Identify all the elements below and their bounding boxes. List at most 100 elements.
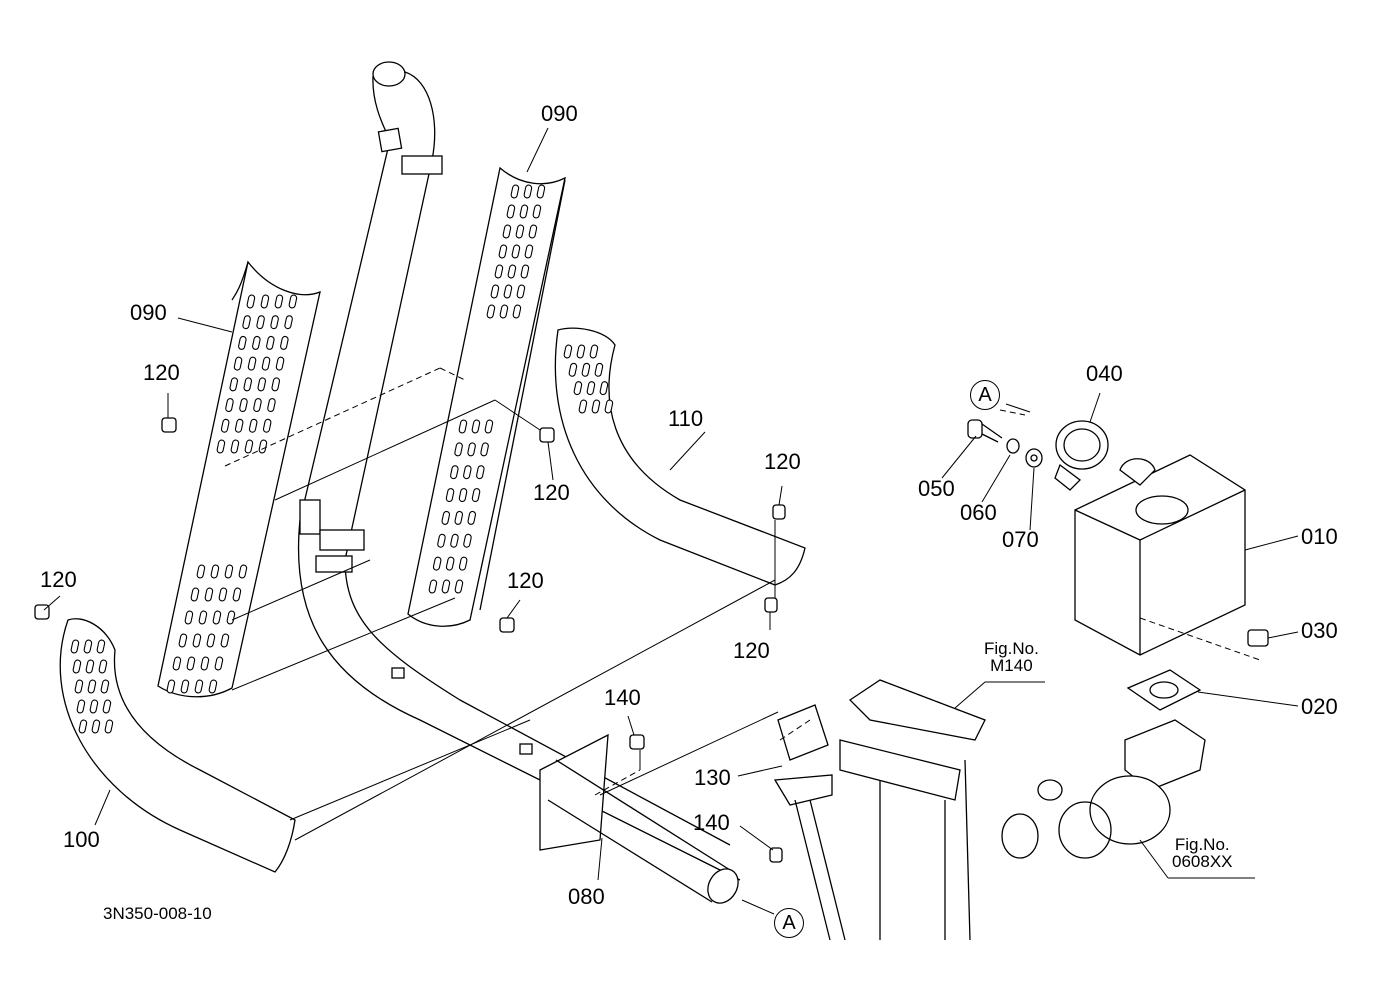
perforation-slot bbox=[208, 679, 218, 694]
perforation-slot bbox=[98, 659, 108, 674]
perforation-slot bbox=[214, 656, 224, 671]
perforation-slot bbox=[578, 399, 588, 414]
label-140: 140 bbox=[604, 685, 641, 710]
label-070: 070 bbox=[1002, 527, 1039, 552]
perforation-slot bbox=[515, 224, 525, 239]
perforation-slot bbox=[524, 244, 534, 259]
perforation-slot bbox=[262, 418, 272, 433]
perforation-slot bbox=[220, 418, 230, 433]
perforation-slot bbox=[454, 510, 464, 525]
perforation-slot bbox=[91, 719, 101, 734]
label-040: 040 bbox=[1086, 361, 1123, 386]
perforation-slot bbox=[218, 587, 228, 602]
connection-ref-a-top: A bbox=[970, 380, 1000, 410]
nut-030 bbox=[1247, 629, 1269, 647]
perforation-slot bbox=[519, 204, 529, 219]
bolt-050 bbox=[967, 419, 1003, 443]
perforation-slot bbox=[83, 639, 93, 654]
perforation-slot bbox=[238, 564, 248, 579]
perforation-slot bbox=[252, 335, 261, 350]
perforation-slot bbox=[100, 679, 110, 694]
perforation-slot bbox=[450, 533, 459, 548]
label-120: 120 bbox=[764, 449, 801, 474]
perforation-slot bbox=[288, 294, 298, 309]
perforation-slot bbox=[89, 699, 99, 714]
label-120: 120 bbox=[733, 638, 770, 663]
perforation-slot bbox=[190, 587, 200, 602]
perforation-slot bbox=[523, 184, 533, 199]
perforation-slot bbox=[441, 579, 451, 594]
perforation-slot bbox=[589, 344, 599, 359]
label-100: 100 bbox=[63, 827, 100, 852]
perforation-slot bbox=[102, 699, 112, 714]
fig-ref-code: M140 bbox=[990, 656, 1033, 675]
perforation-slot bbox=[270, 315, 279, 330]
washer-060 bbox=[1006, 438, 1020, 454]
perforation-slot bbox=[573, 381, 583, 396]
perforation-slot bbox=[242, 315, 251, 330]
perforation-slot bbox=[104, 719, 114, 734]
perforation-slot bbox=[510, 184, 520, 199]
perforation-slot bbox=[532, 204, 542, 219]
heat-shield-090-left bbox=[157, 260, 321, 698]
bolt-120 bbox=[161, 417, 177, 433]
perforation-slot bbox=[471, 419, 481, 434]
turbocharger bbox=[1001, 719, 1206, 859]
perforation-slot bbox=[581, 362, 591, 377]
perforation-slot bbox=[220, 633, 230, 648]
perforation-slot bbox=[480, 442, 489, 457]
alignment-lines bbox=[231, 399, 779, 841]
perforation-slot bbox=[471, 488, 481, 503]
perforation-slot bbox=[212, 610, 222, 625]
perforation-slot bbox=[184, 610, 194, 625]
perforation-slot bbox=[502, 224, 512, 239]
label-030: 030 bbox=[1301, 618, 1338, 643]
perforation-slot bbox=[243, 377, 253, 392]
perforation-slot bbox=[267, 398, 276, 413]
perforation-slot bbox=[253, 398, 262, 413]
perforation-slot bbox=[454, 442, 463, 457]
perforation-slot bbox=[261, 356, 271, 371]
perforation-slot bbox=[450, 465, 459, 480]
perforation-slot bbox=[284, 315, 293, 330]
perforation-slot bbox=[486, 304, 496, 319]
perforation-slot bbox=[458, 556, 468, 571]
perforation-slot bbox=[87, 679, 97, 694]
perforation-slot bbox=[178, 633, 188, 648]
perforation-slot bbox=[72, 659, 82, 674]
perforation-slot bbox=[476, 465, 485, 480]
perforation-slot bbox=[172, 656, 182, 671]
perforation-slot bbox=[437, 533, 446, 548]
perforation-slot bbox=[274, 294, 284, 309]
perforation-slot bbox=[232, 587, 242, 602]
bolt-120 bbox=[772, 504, 786, 520]
label-090-left: 090 bbox=[130, 300, 167, 325]
perforation-slot bbox=[467, 510, 477, 525]
heat-shield-090-right bbox=[407, 166, 566, 627]
perforation-slot bbox=[454, 579, 464, 594]
perforation-slot bbox=[206, 633, 216, 648]
perforation-slot bbox=[225, 398, 234, 413]
perforation-slot bbox=[234, 418, 244, 433]
label-130: 130 bbox=[694, 765, 731, 790]
perforation-slot bbox=[180, 679, 190, 694]
leader-lines bbox=[43, 127, 1299, 915]
perforation-slot bbox=[186, 656, 196, 671]
perforation-slot bbox=[216, 439, 226, 454]
perforation-slot bbox=[463, 533, 472, 548]
assembly-lines bbox=[224, 367, 1261, 796]
label-080: 080 bbox=[568, 884, 605, 909]
elbow-shield-100 bbox=[59, 618, 296, 873]
clamp-040 bbox=[1054, 420, 1109, 491]
bolt-120 bbox=[499, 617, 515, 633]
perforation-slot bbox=[280, 335, 289, 350]
label-060: 060 bbox=[960, 500, 997, 525]
perforation-slot bbox=[458, 419, 468, 434]
perforation-slot bbox=[528, 224, 538, 239]
perforation-slot bbox=[260, 294, 270, 309]
perforation-slot bbox=[210, 564, 220, 579]
label-120: 120 bbox=[533, 480, 570, 505]
perforation-slot bbox=[238, 335, 247, 350]
fig-ref-m140[interactable]: Fig.No. M140 bbox=[984, 640, 1039, 674]
fig-ref-0608xx[interactable]: Fig.No. 0608XX bbox=[1172, 836, 1233, 870]
